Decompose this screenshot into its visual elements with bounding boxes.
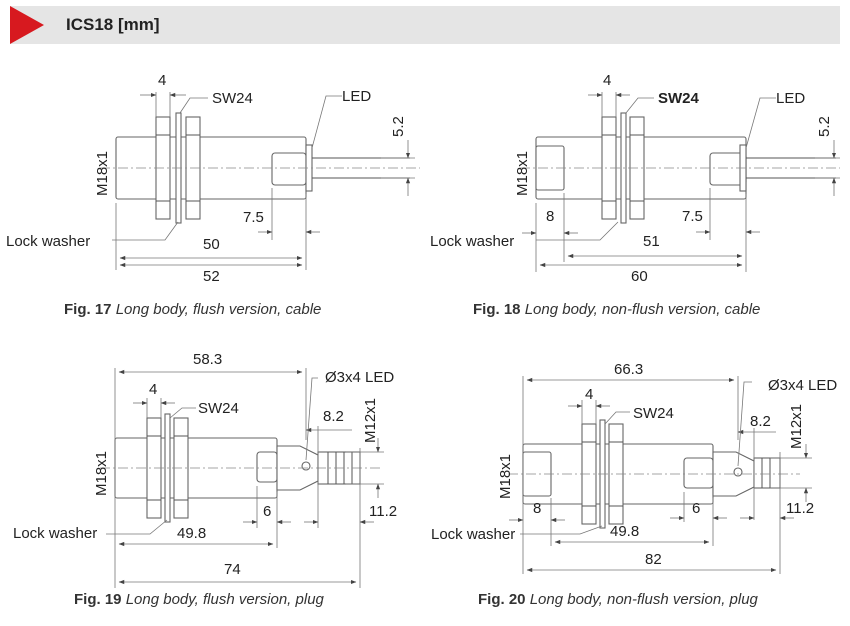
fig18-flush-offset: 8 (546, 208, 554, 225)
fig17-wrench-size: SW24 (212, 90, 253, 107)
fig20-total-length: 82 (645, 551, 662, 568)
fig20-caption-number: Fig. 20 (478, 591, 526, 608)
fig20-connector-thread: M12x1 (788, 404, 805, 449)
fig19-lock-washer-label: Lock washer (13, 525, 97, 542)
fig20-thread-label: M18x1 (497, 454, 514, 499)
fig20-caption: Fig. 20 Long body, non-flush version, pl… (478, 591, 758, 608)
fig18-caption-number: Fig. 18 (473, 301, 521, 318)
fig17-cable-diameter: 5.2 (390, 116, 407, 137)
fig19-thread-label: M18x1 (93, 451, 110, 496)
fig20-plug-length: 11.2 (786, 500, 814, 517)
fig20-led-distance: 8.2 (750, 413, 771, 430)
fig18-total-length: 60 (631, 268, 648, 285)
figure-18: 4 SW24 LED 5.2 M18x1 8 7.5 Lock washer 5… (430, 72, 840, 285)
fig19-nut-width: 4 (149, 381, 157, 398)
fig20-nut-width: 4 (585, 386, 593, 403)
fig19-plug-length: 11.2 (369, 503, 397, 520)
fig17-tip-length: 7.5 (243, 209, 264, 226)
fig18-led-label: LED (776, 90, 805, 107)
fig18-caption: Fig. 18 Long body, non-flush version, ca… (473, 301, 760, 318)
fig18-nut-width: 4 (603, 72, 611, 89)
figure-17: 4 SW24 LED 5.2 M18x1 7.5 Lock washer 50 … (6, 72, 420, 285)
fig20-led-label: Ø3x4 LED (768, 377, 837, 394)
fig20-lock-washer-label: Lock washer (431, 526, 515, 543)
fig19-wrench-size: SW24 (198, 400, 239, 417)
fig18-cable-diameter: 5.2 (816, 116, 833, 137)
fig18-thread-label: M18x1 (514, 151, 531, 196)
fig17-caption: Fig. 17 Long body, flush version, cable (64, 301, 321, 318)
fig17-total-length: 52 (203, 268, 220, 285)
fig18-caption-text: Long body, non-flush version, cable (524, 301, 761, 318)
fig18-thread-length: 51 (643, 233, 660, 250)
fig18-wrench-size: SW24 (658, 90, 700, 107)
fig20-thread-length: 49.8 (610, 523, 639, 540)
figure-20: 66.3 4 SW24 Ø3x4 LED 8.2 M12x1 M18x1 8 L… (431, 361, 837, 574)
fig17-led-label: LED (342, 88, 371, 105)
fig19-caption-number: Fig. 19 (74, 591, 122, 608)
fig19-led-distance: 8.2 (323, 408, 344, 425)
figure-19: 58.3 4 SW24 Ø3x4 LED 8.2 M12x1 M18x1 Loc… (13, 351, 397, 588)
fig17-nut-width: 4 (158, 72, 166, 89)
fig20-caption-text: Long body, non-flush version, plug (529, 591, 758, 608)
fig19-caption: Fig. 19 Long body, flush version, plug (74, 591, 324, 608)
fig20-flush-offset: 8 (533, 500, 541, 517)
fig19-thread-length: 49.8 (177, 525, 206, 542)
fig19-connector-thread: M12x1 (362, 398, 379, 443)
fig20-wrench-size: SW24 (633, 405, 674, 422)
fig19-tip-length: 6 (263, 503, 271, 520)
fig17-caption-number: Fig. 17 (64, 301, 112, 318)
fig19-caption-text: Long body, flush version, plug (125, 591, 324, 608)
fig19-overall-length: 58.3 (193, 351, 222, 368)
fig20-overall-length: 66.3 (614, 361, 643, 378)
fig19-total-length: 74 (224, 561, 241, 578)
fig17-lock-washer-label: Lock washer (6, 233, 90, 250)
fig18-tip-length: 7.5 (682, 208, 703, 225)
section-title: ICS18 [mm] (66, 15, 160, 34)
fig18-lock-washer-label: Lock washer (430, 233, 514, 250)
fig20-tip-length: 6 (692, 500, 700, 517)
fig19-led-label: Ø3x4 LED (325, 369, 394, 386)
fig17-thread-label: M18x1 (94, 151, 111, 196)
header-arrow-icon (10, 6, 44, 44)
fig17-caption-text: Long body, flush version, cable (115, 301, 322, 318)
section-header: ICS18 [mm] (10, 6, 840, 44)
fig17-thread-length: 50 (203, 236, 220, 253)
